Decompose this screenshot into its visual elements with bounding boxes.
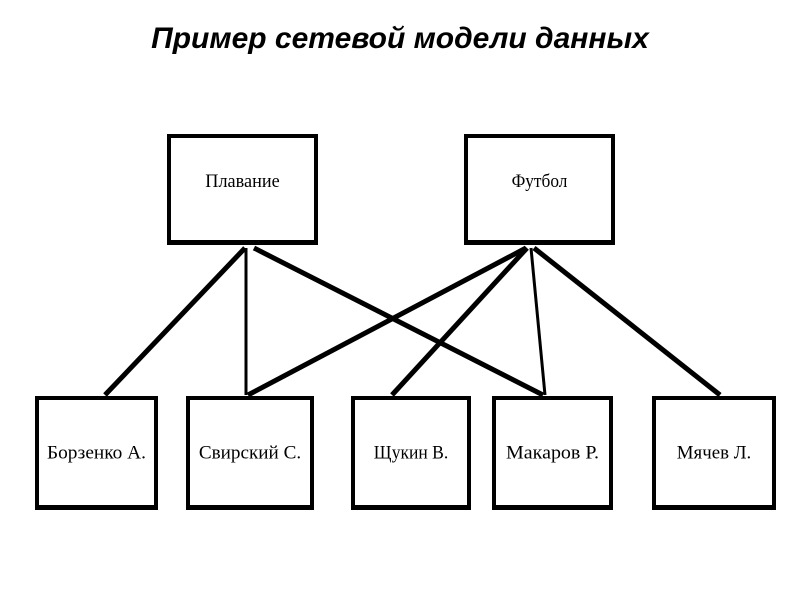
node-label: Щукин В. xyxy=(374,443,448,464)
edge-swim-borz xyxy=(103,246,247,397)
edge-swim-makr xyxy=(252,245,545,398)
node-foot: Футбол xyxy=(464,134,615,245)
node-border xyxy=(464,134,615,138)
node-border xyxy=(351,506,471,510)
node-border xyxy=(652,396,776,400)
diagram-title: Пример сетевой модели данных xyxy=(151,22,649,55)
node-box xyxy=(167,134,318,244)
node-border xyxy=(464,241,615,245)
edge-foot-shch xyxy=(390,246,529,397)
node-border xyxy=(35,506,158,510)
node-border xyxy=(186,506,314,510)
node-box xyxy=(351,396,471,509)
node-border xyxy=(492,506,613,510)
node-swim: Плавание xyxy=(167,134,318,245)
node-label: Свирский С. xyxy=(199,443,301,464)
edge-foot-makr xyxy=(529,247,547,396)
edge-foot-svir xyxy=(246,245,528,398)
node-svir: Свирский С. xyxy=(186,396,314,510)
node-label: Борзенко А. xyxy=(47,443,146,464)
node-box xyxy=(652,396,776,509)
node-border xyxy=(492,396,613,400)
node-label: Макаров Р. xyxy=(506,443,599,464)
node-shch: Щукин В. xyxy=(351,396,471,510)
node-border xyxy=(652,506,776,510)
node-myach: Мячев Л. xyxy=(652,396,776,510)
node-label: Мячев Л. xyxy=(677,443,751,464)
node-border xyxy=(167,134,318,138)
node-label: Плавание xyxy=(205,171,279,192)
node-border xyxy=(35,396,158,400)
node-makr: Макаров Р. xyxy=(492,396,613,510)
node-border xyxy=(167,241,318,245)
node-border xyxy=(186,396,314,400)
node-border xyxy=(351,396,471,400)
node-label: Футбол xyxy=(512,171,568,192)
node-borz: Борзенко А. xyxy=(35,396,158,510)
edge-foot-myach xyxy=(532,246,722,397)
